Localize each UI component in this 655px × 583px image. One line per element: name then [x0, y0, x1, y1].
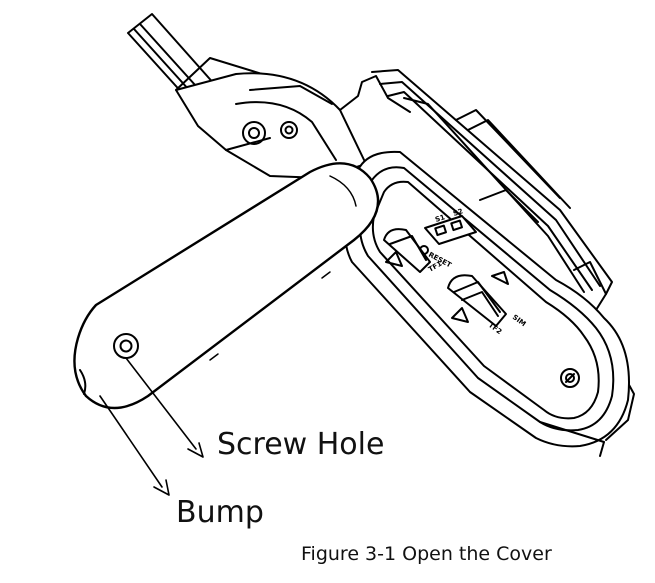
dip-switches [424, 215, 477, 245]
tf1-slot [383, 228, 431, 273]
hinge-screw [242, 121, 266, 145]
mark-switch-a: S1 [434, 213, 446, 224]
hinge-pin [280, 121, 298, 139]
bump-label: Bump [176, 495, 264, 530]
figure-caption: Figure 3-1 Open the Cover [301, 543, 552, 565]
open-cover [73, 162, 380, 410]
screw-hole-label: Screw Hole [217, 427, 385, 462]
mark-switch-b: S2 [452, 207, 464, 218]
tf2-sim-slot [447, 271, 509, 327]
frame-rails [339, 69, 635, 441]
cable-connector [127, 13, 263, 107]
housing-screw [560, 368, 580, 388]
bump [79, 369, 87, 395]
screw-hole-leader [125, 357, 204, 458]
bump-leader [99, 395, 170, 496]
